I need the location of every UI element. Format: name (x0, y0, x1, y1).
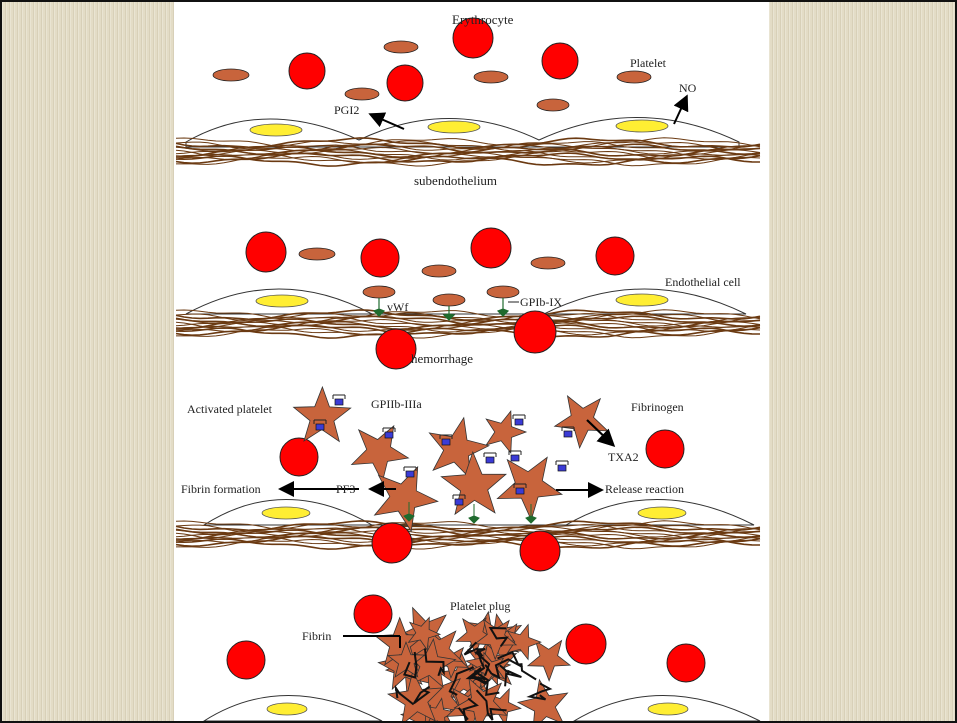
nucleus (616, 294, 668, 306)
fibrin-label: Fibrin (302, 629, 331, 643)
no-arrow (674, 98, 686, 124)
no-label: NO (679, 81, 697, 95)
gpiib-iiia-receptor (516, 488, 524, 494)
activated-platelet (352, 426, 409, 482)
fibrinogen-bridge (484, 453, 496, 457)
vwf-pin (469, 504, 479, 523)
platelet (531, 257, 565, 269)
activated-platelet (555, 396, 608, 448)
nucleus (267, 703, 307, 715)
erythrocyte (387, 65, 423, 101)
erythrocyte (280, 438, 318, 476)
nucleus (616, 120, 668, 132)
vwf-pin (374, 298, 384, 316)
panel-platelet-activation: Activated platelet GPIIb-IIIa Fibrinogen… (176, 387, 760, 571)
erythrocyte (289, 53, 325, 89)
platelet-label: Platelet (630, 56, 667, 70)
gpiib-iiia-receptor (406, 471, 414, 477)
nucleus (256, 295, 308, 307)
panel-vessel-injury: Endothelial cell vWf GPIb-IX hemorrhage (176, 228, 760, 369)
subendothelium-label: subendothelium (414, 173, 497, 188)
erythrocyte (542, 43, 578, 79)
erythrocyte (354, 595, 392, 633)
platelet (537, 99, 569, 111)
vwf-label: vWf (387, 300, 408, 314)
gpib-ix-label: GPIb-IX (520, 295, 562, 309)
gpiib-iiia-receptor (486, 457, 494, 463)
erythrocyte (514, 311, 556, 353)
erythrocyte (227, 641, 265, 679)
gpiib-iiia-receptor (385, 432, 393, 438)
gpiib-iiia-receptor (316, 424, 324, 430)
panel-normal-vessel: Erythrocyte Platelet NO PGI2 subendothel… (176, 12, 760, 188)
gpiib-iiia-receptor (564, 431, 572, 437)
left-background-texture (2, 2, 174, 721)
platelet (422, 265, 456, 277)
platelet (487, 286, 519, 298)
platelet-plug (375, 608, 570, 721)
erythrocyte (372, 523, 412, 563)
aggregated-platelet (528, 641, 570, 681)
hemorrhage-label: hemorrhage (411, 351, 473, 366)
erythrocyte (667, 644, 705, 682)
nucleus (428, 121, 480, 133)
platelet (433, 294, 465, 306)
release-reaction-label: Release reaction (605, 482, 684, 496)
activated-platelet (497, 457, 562, 520)
platelet (474, 71, 508, 83)
platelet (384, 41, 418, 53)
erythrocyte (361, 239, 399, 277)
hemostasis-diagram: Erythrocyte Platelet NO PGI2 subendothel… (174, 2, 769, 721)
platelet (345, 88, 379, 100)
platelet (363, 286, 395, 298)
right-background-texture (769, 2, 955, 721)
erythrocyte (471, 228, 511, 268)
pgi2-label: PGI2 (334, 103, 359, 117)
erythrocyte (646, 430, 684, 468)
gpiib-iiia-label: GPIIb-IIIa (371, 397, 422, 411)
fibrinogen-bridge (333, 395, 345, 399)
vwf-pin (498, 298, 508, 316)
platelet (617, 71, 651, 83)
platelets (213, 41, 651, 111)
erythrocyte (566, 624, 606, 664)
gpiib-iiia-receptor (455, 499, 463, 505)
gpiib-iiia-receptor (558, 465, 566, 471)
panel-platelet-plug: Platelet plug Fibrin (204, 595, 760, 721)
nucleus (262, 507, 310, 519)
diagram-canvas: Erythrocyte Platelet NO PGI2 subendothel… (174, 2, 769, 721)
fibrinogen-label: Fibrinogen (631, 400, 684, 414)
fibrinogen-bridge (513, 415, 525, 419)
nucleus (648, 703, 688, 715)
gpiib-iiia-receptor (442, 439, 450, 445)
activated-platelet (486, 411, 526, 453)
activated-platelet-label: Activated platelet (187, 402, 273, 416)
erythrocyte (376, 329, 416, 369)
erythrocyte (246, 232, 286, 272)
platelet (299, 248, 335, 260)
erythrocyte (520, 531, 560, 571)
erythrocytes (289, 18, 578, 101)
pf3-label: PF3 (336, 482, 355, 496)
gpiib-iiia-receptor (511, 455, 519, 461)
gpiib-iiia-receptor (335, 399, 343, 405)
platelet (213, 69, 249, 81)
platelet-plug-label: Platelet plug (450, 599, 510, 613)
nucleus (638, 507, 686, 519)
fibrin-formation-label: Fibrin formation (181, 482, 261, 496)
erythrocyte (596, 237, 634, 275)
pgi2-arrow (372, 115, 404, 129)
gpiib-iiia-receptor (515, 419, 523, 425)
endothelial-cell-label: Endothelial cell (665, 275, 741, 289)
txa2-label: TXA2 (608, 450, 639, 464)
fibrinogen-bridge (556, 461, 568, 465)
erythrocyte-label: Erythrocyte (452, 12, 514, 27)
nucleus (250, 124, 302, 136)
